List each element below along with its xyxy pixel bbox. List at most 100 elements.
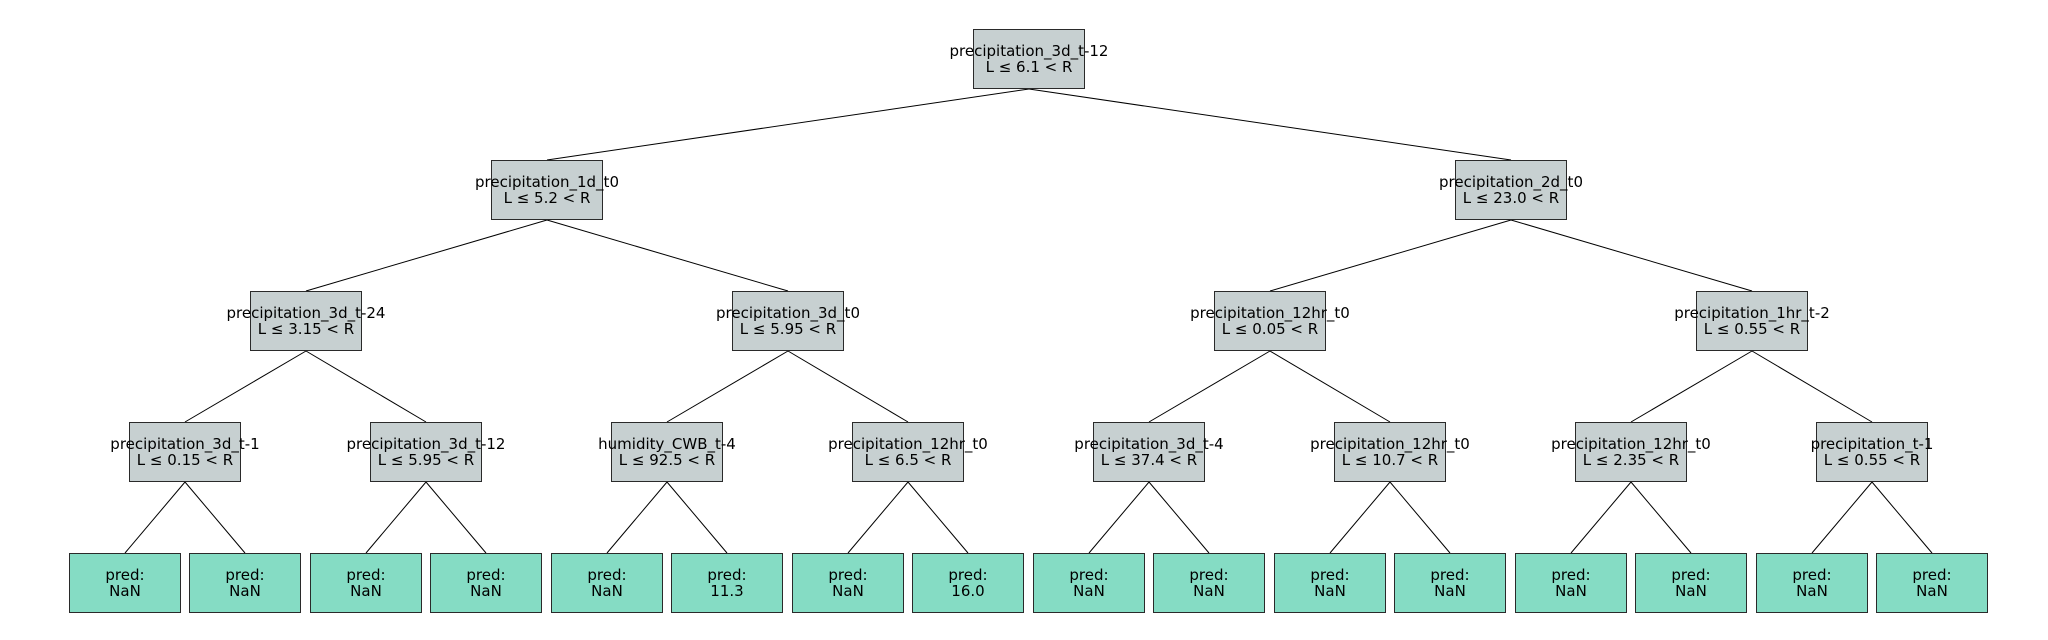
split-rule: L ≤ 6.5 < R xyxy=(864,451,952,469)
leaf-label: pred: xyxy=(1430,566,1470,584)
split-feature: precipitation_12hr_t0 xyxy=(828,435,988,453)
tree-edge xyxy=(1630,350,1753,423)
leaf-node: pred: NaN xyxy=(551,553,663,613)
leaf-node: pred: NaN xyxy=(1033,553,1145,613)
split-rule: L ≤ 92.5 < R xyxy=(618,451,716,469)
split-rule: L ≤ 0.55 < R xyxy=(1703,320,1801,338)
leaf-label: pred: xyxy=(1551,566,1591,584)
leaf-node: pred: NaN xyxy=(1756,553,1868,613)
split-feature: precipitation_12hr_t0 xyxy=(1551,435,1711,453)
tree-edge xyxy=(546,219,789,292)
split-node: precipitation_1d_t0 L ≤ 5.2 < R xyxy=(475,160,619,220)
split-feature: precipitation_t-1 xyxy=(1810,435,1934,453)
tree-edge xyxy=(1269,350,1391,423)
split-node: precipitation_1hr_t-2 L ≤ 0.55 < R xyxy=(1674,291,1830,351)
split-node: precipitation_3d_t-4 L ≤ 37.4 < R xyxy=(1074,422,1224,482)
tree-edge xyxy=(184,481,246,554)
tree-edge xyxy=(907,481,969,554)
leaf-label: pred: xyxy=(1792,566,1832,584)
tree-edge xyxy=(1148,350,1271,423)
split-feature: precipitation_3d_t0 xyxy=(716,304,860,322)
tree-edge xyxy=(1088,481,1150,554)
leaf-node: pred: NaN xyxy=(1274,553,1386,613)
split-node: precipitation_3d_t-1 L ≤ 0.15 < R xyxy=(110,422,260,482)
leaf-label: pred: xyxy=(1189,566,1229,584)
split-rule: L ≤ 5.95 < R xyxy=(377,451,475,469)
tree-edge xyxy=(305,219,548,292)
tree-edge xyxy=(1389,481,1451,554)
leaf-value: NaN xyxy=(1314,582,1346,600)
split-feature: precipitation_3d_t-4 xyxy=(1074,435,1224,453)
leaf-node: pred: NaN xyxy=(189,553,301,613)
tree-edge xyxy=(1751,350,1873,423)
tree-edge xyxy=(184,350,307,423)
leaf-value: NaN xyxy=(1073,582,1105,600)
leaf-label: pred: xyxy=(346,566,386,584)
split-node: precipitation_t-1 L ≤ 0.55 < R xyxy=(1811,422,1933,482)
split-node-root: precipitation_3d_t-12 L ≤ 6.1 < R xyxy=(950,29,1108,89)
leaf-value: NaN xyxy=(109,582,141,600)
split-rule: L ≤ 23.0 < R xyxy=(1462,189,1560,207)
split-node: precipitation_2d_t0 L ≤ 23.0 < R xyxy=(1439,160,1583,220)
leaf-value: NaN xyxy=(1675,582,1707,600)
tree-edge xyxy=(787,350,909,423)
leaf-value: NaN xyxy=(832,582,864,600)
split-rule: L ≤ 5.95 < R xyxy=(739,320,837,338)
leaf-label: pred: xyxy=(707,566,747,584)
leaf-label: pred: xyxy=(105,566,145,584)
split-node: precipitation_3d_t-12 L ≤ 5.95 < R xyxy=(347,422,505,482)
leaf-node: pred: NaN xyxy=(1635,553,1747,613)
split-rule: L ≤ 37.4 < R xyxy=(1100,451,1198,469)
tree-edge xyxy=(425,481,487,554)
leaf-label: pred: xyxy=(1671,566,1711,584)
split-node: precipitation_3d_t-24 L ≤ 3.15 < R xyxy=(227,291,385,351)
split-rule: L ≤ 0.05 < R xyxy=(1221,320,1319,338)
split-feature: precipitation_12hr_t0 xyxy=(1190,304,1350,322)
leaf-value: NaN xyxy=(1434,582,1466,600)
leaf-node: pred: NaN xyxy=(1394,553,1506,613)
leaf-node: pred: 11.3 xyxy=(671,553,783,613)
leaf-value: NaN xyxy=(1555,582,1587,600)
tree-edge xyxy=(1028,88,1512,161)
leaf-label: pred: xyxy=(1310,566,1350,584)
split-feature: precipitation_3d_t-12 xyxy=(949,42,1109,60)
leaf-node: pred: NaN xyxy=(310,553,422,613)
split-feature: precipitation_3d_t-24 xyxy=(226,304,386,322)
split-feature: precipitation_12hr_t0 xyxy=(1310,435,1470,453)
tree-edge xyxy=(124,481,186,554)
split-rule: L ≤ 2.35 < R xyxy=(1582,451,1680,469)
leaf-value: 11.3 xyxy=(710,582,744,600)
leaf-value: NaN xyxy=(1796,582,1828,600)
split-rule: L ≤ 10.7 < R xyxy=(1341,451,1439,469)
tree-edge xyxy=(1630,481,1692,554)
leaf-label: pred: xyxy=(225,566,265,584)
leaf-value: 16.0 xyxy=(951,582,985,600)
tree-edge xyxy=(606,481,668,554)
leaf-value: NaN xyxy=(1916,582,1948,600)
split-rule: L ≤ 0.15 < R xyxy=(136,451,234,469)
leaf-node: pred: NaN xyxy=(792,553,904,613)
leaf-value: NaN xyxy=(1193,582,1225,600)
tree-edge xyxy=(365,481,427,554)
tree-edge xyxy=(1811,481,1873,554)
tree-edge xyxy=(666,350,789,423)
leaf-node: pred: NaN xyxy=(430,553,542,613)
tree-edge xyxy=(1269,219,1512,292)
split-feature: precipitation_1hr_t-2 xyxy=(1674,304,1830,322)
leaf-label: pred: xyxy=(1912,566,1952,584)
split-node: humidity_CWB_t-4 L ≤ 92.5 < R xyxy=(598,422,736,482)
tree-edge xyxy=(1148,481,1210,554)
split-node: precipitation_12hr_t0 L ≤ 6.5 < R xyxy=(828,422,988,482)
tree-edge xyxy=(666,481,728,554)
split-node: precipitation_12hr_t0 L ≤ 2.35 < R xyxy=(1551,422,1711,482)
leaf-node: pred: NaN xyxy=(1515,553,1627,613)
split-rule: L ≤ 0.55 < R xyxy=(1823,451,1921,469)
leaf-value: NaN xyxy=(470,582,502,600)
leaf-label: pred: xyxy=(587,566,627,584)
split-rule: L ≤ 5.2 < R xyxy=(503,189,591,207)
split-feature: humidity_CWB_t-4 xyxy=(598,435,736,453)
leaf-label: pred: xyxy=(828,566,868,584)
leaf-node: pred: NaN xyxy=(1153,553,1265,613)
